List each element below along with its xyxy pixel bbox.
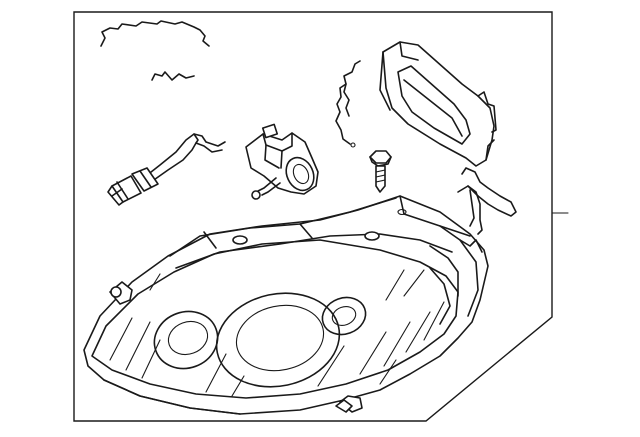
clip-strip-upper[interactable] bbox=[100, 20, 210, 47]
headlamp-assembly[interactable] bbox=[83, 195, 489, 415]
wire-retainer[interactable] bbox=[335, 60, 361, 148]
level-adjust-motor[interactable] bbox=[245, 123, 319, 200]
bulb-socket[interactable] bbox=[107, 133, 226, 206]
rear-cover-frame[interactable] bbox=[379, 41, 497, 167]
wire-bracket[interactable] bbox=[457, 167, 517, 235]
diagram-frame bbox=[73, 11, 553, 422]
mounting-bolt[interactable] bbox=[369, 150, 392, 193]
clip-strip-lower[interactable] bbox=[151, 71, 195, 81]
